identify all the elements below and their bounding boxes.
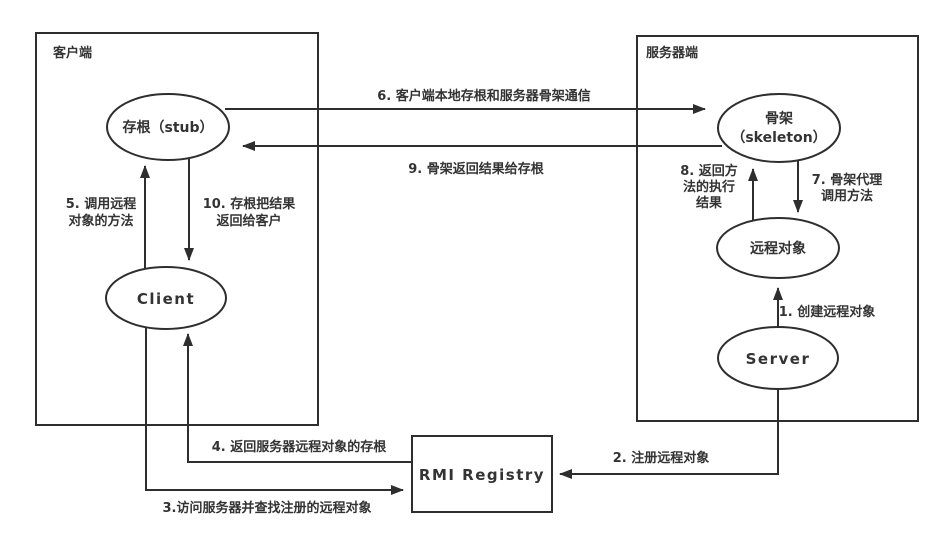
stub-node [106, 93, 230, 161]
arrow-7-label-line2: 调用方法 [821, 188, 873, 204]
arrow-4-label: 4. 返回服务器远程对象的存根 [212, 439, 388, 455]
stub-node-label: 存根（stub） [122, 119, 213, 136]
arrow-2-server-to-registry [559, 389, 779, 479]
arrow-4-registry-to-client [183, 333, 412, 463]
server-node-label: Server [746, 350, 811, 368]
remote-object-node-label: 远程对象 [750, 240, 806, 257]
rmi-registry-box [411, 435, 553, 513]
client-box [35, 32, 319, 426]
arrow-3-client-to-registry [145, 328, 404, 495]
arrow-10-label-line2: 返回给客户 [216, 213, 281, 229]
skeleton-node [717, 93, 841, 163]
client-node-label: Client [137, 290, 195, 308]
arrow-8-label-line3: 结果 [696, 195, 722, 211]
arrow-10-label-line1: 10. 存根把结果 [203, 196, 296, 212]
arrow-1-label: 1. 创建远程对象 [779, 304, 876, 320]
server-box-title: 服务器端 [646, 45, 698, 61]
client-node [105, 266, 227, 330]
server-node [717, 326, 839, 390]
arrow-7-label-line1: 7. 骨架代理 [812, 172, 883, 188]
rmi-registry-label: RMI Registry [419, 466, 545, 484]
client-box-title: 客户端 [53, 45, 92, 61]
skeleton-node-label-line1: 骨架 [765, 110, 793, 127]
arrow-9-label: 9. 骨架返回结果给存根 [408, 161, 545, 177]
arrow-5-label-line1: 5. 调用远程 [66, 197, 137, 212]
arrow-2-label: 2. 注册远程对象 [613, 450, 710, 466]
skeleton-node-label-line2: （skeleton） [731, 130, 826, 146]
arrow-8-label-line2: 法的执行 [683, 179, 735, 195]
arrow-8-label-line1: 8. 返回方 [680, 163, 738, 179]
remote-object-node [716, 217, 840, 279]
arrow-6-label: 6. 客户端本地存根和服务器骨架通信 [377, 88, 591, 104]
arrow-5-label-line2: 对象的方法 [68, 213, 133, 229]
arrow-3-label: 3.访问服务器并查找注册的远程对象 [163, 500, 372, 516]
